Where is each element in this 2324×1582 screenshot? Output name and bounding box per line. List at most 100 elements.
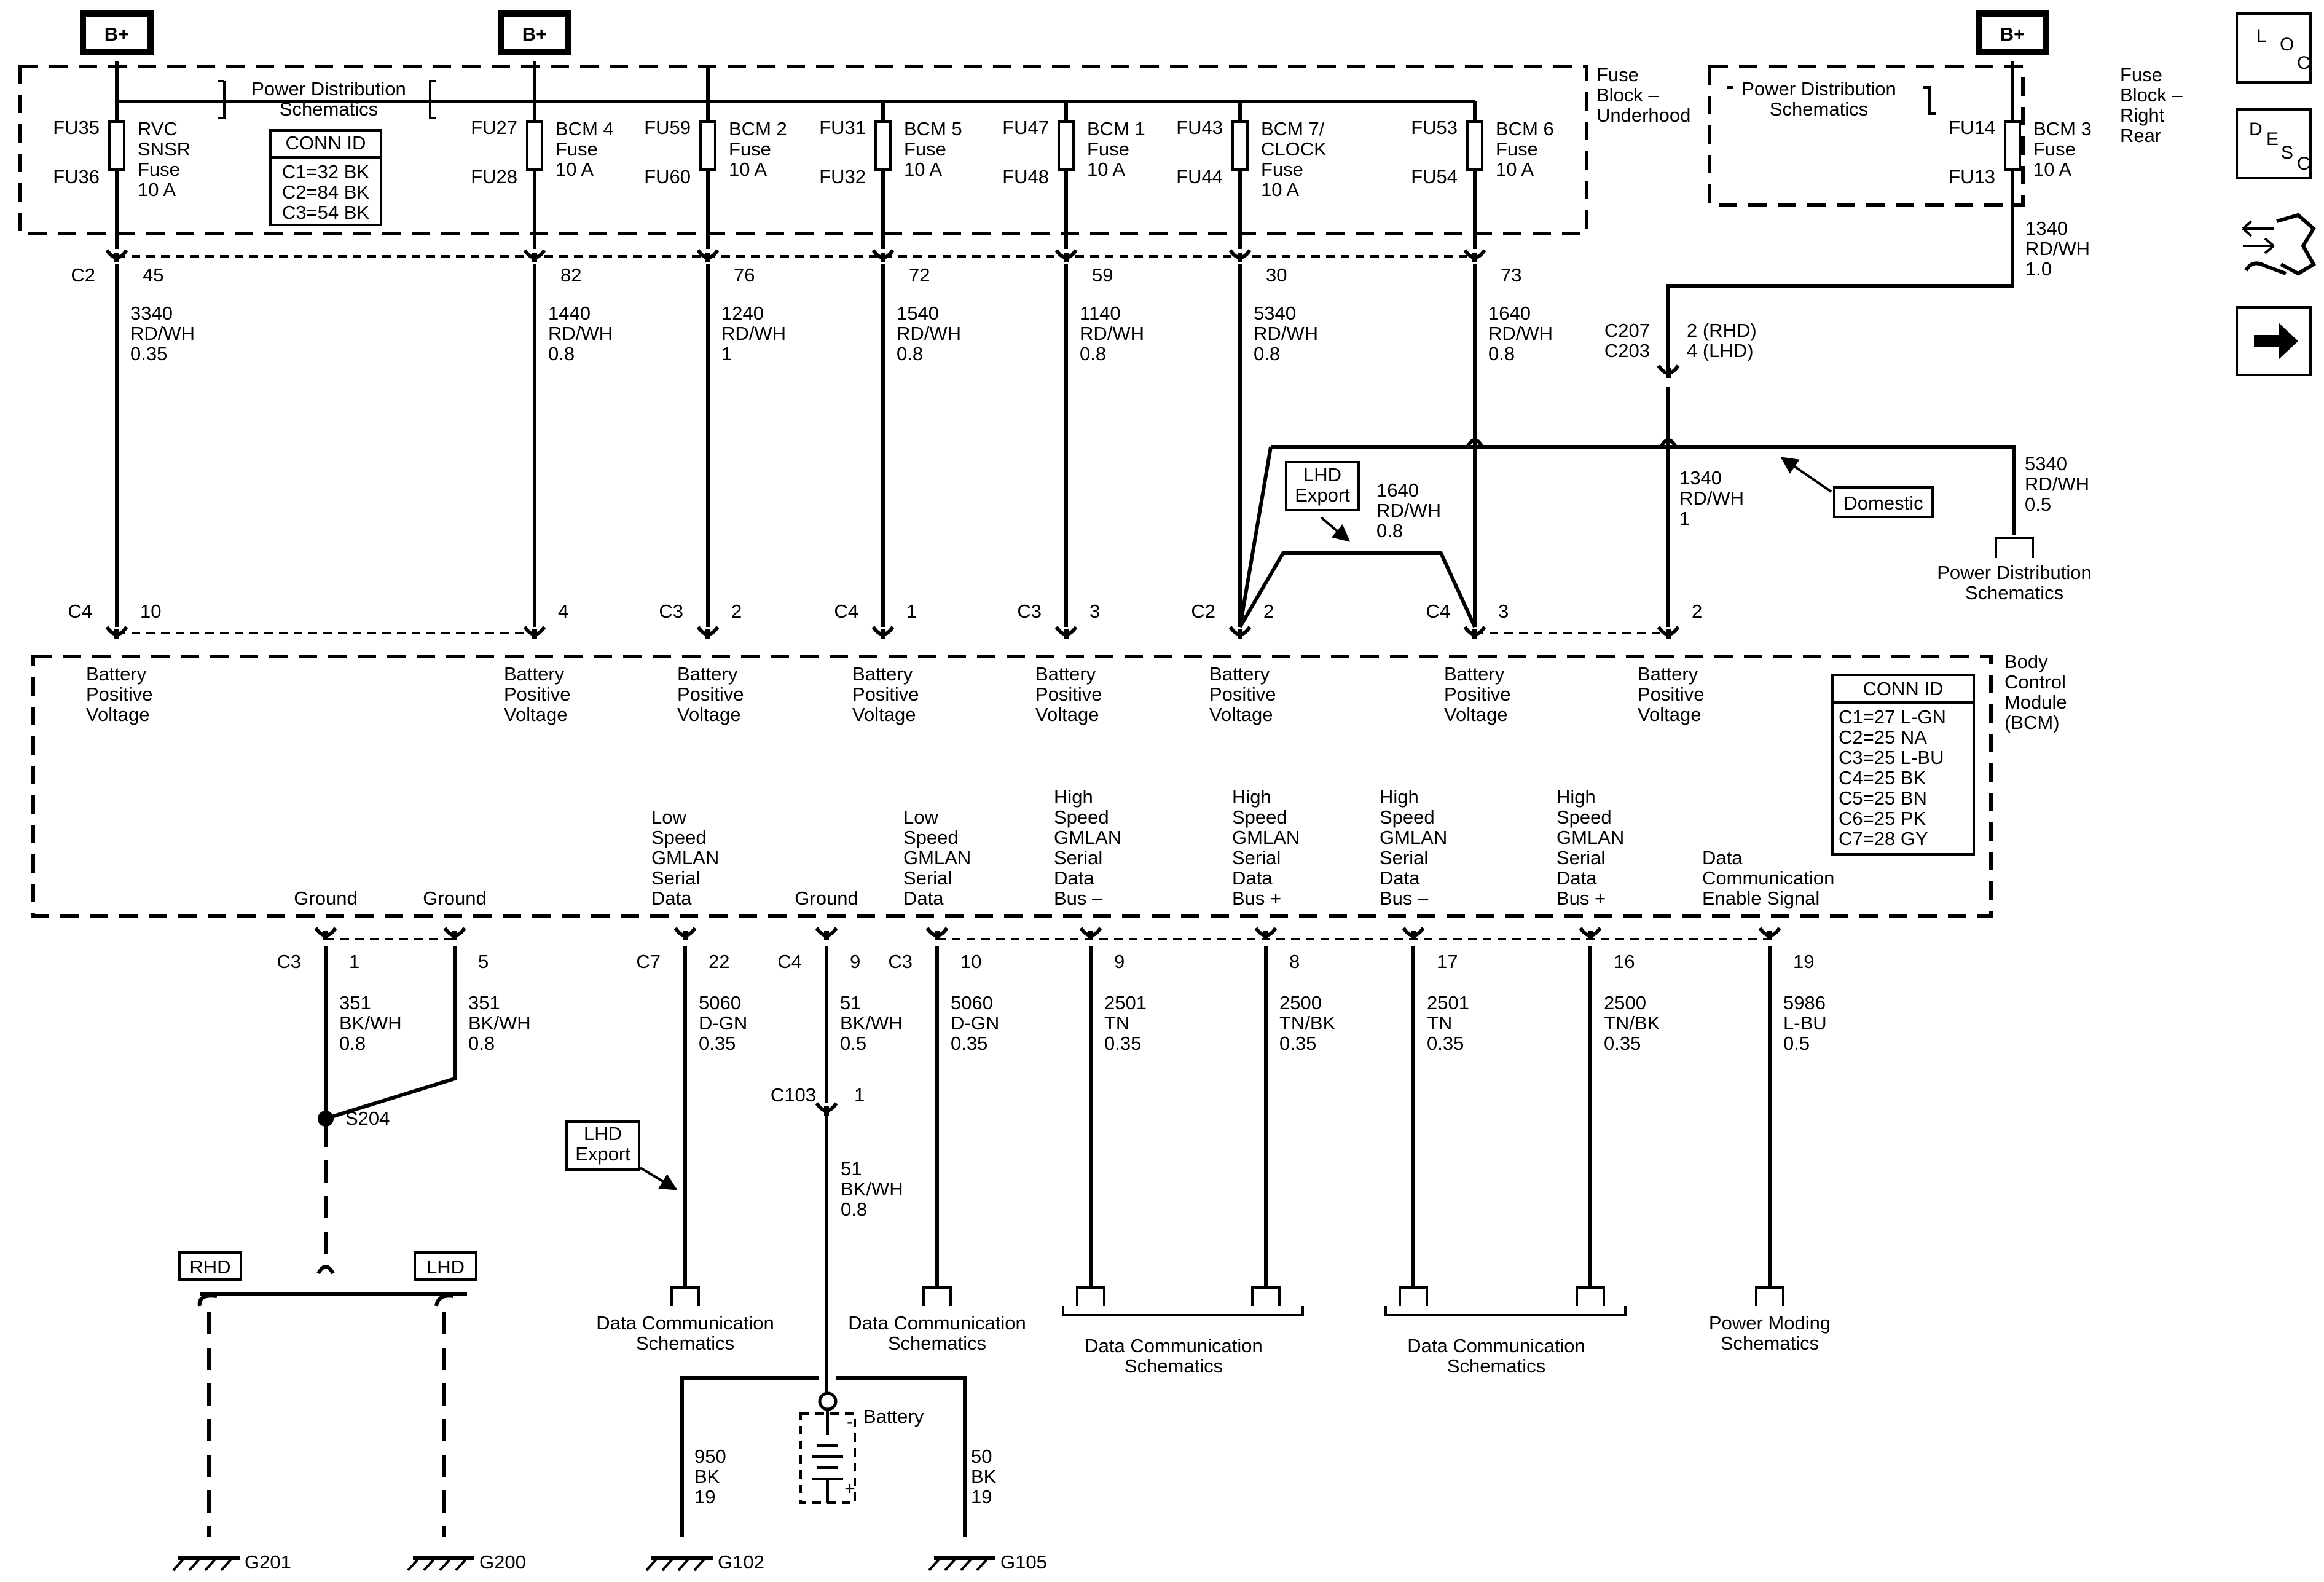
bcm-output-wire: 0.5	[840, 1033, 866, 1054]
bcm-output-wire: 51	[840, 992, 861, 1013]
fuse-output-wire: 1540	[897, 302, 939, 324]
bcm-output-wire: 0.5	[1783, 1033, 1810, 1054]
rear-wire-label: 1340	[2025, 218, 2068, 239]
bcm-output-pin: 19	[1793, 951, 1814, 972]
bcm-output-pin: 10	[960, 951, 981, 972]
reference-box	[1076, 1286, 1105, 1306]
desc-letter: D	[2249, 119, 2263, 140]
fuse-name: 10 A	[1496, 159, 1534, 180]
fuse-output-wire: 0.8	[1254, 343, 1280, 364]
bcm-output-pin: 9	[1114, 951, 1125, 972]
fuse-name: 10 A	[904, 159, 942, 180]
fuse-element	[1058, 120, 1075, 171]
bcm-output-conn: C7	[636, 951, 661, 972]
fuse-output-wire: 0.8	[548, 343, 575, 364]
lhd-export-label-bottom: Export	[575, 1143, 630, 1165]
branch-5340-label: 5340	[2025, 453, 2067, 474]
fuse-bottom-id: FU54	[1411, 166, 1458, 187]
bcm-output-wire: 351	[468, 992, 500, 1013]
bcm-battery-positive-voltage: Positive	[86, 683, 153, 705]
fuse-conn-id-row: C3=54 BK	[282, 202, 370, 223]
desc-letter: S	[2281, 143, 2293, 163]
rhd-box	[178, 1251, 242, 1281]
bcm-output-label: Speed	[1232, 806, 1287, 828]
bcm-battery-positive-voltage: Voltage	[86, 704, 149, 725]
bcm-battery-positive-voltage: Voltage	[852, 704, 916, 725]
bcm-output-wire: BK/WH	[468, 1012, 531, 1034]
battery-plus: +	[844, 1479, 855, 1499]
connector-tool-icon[interactable]	[2242, 213, 2317, 276]
bcm-output-label: GMLAN	[1380, 827, 1447, 848]
fuse-name: BCM 1	[1087, 118, 1145, 140]
bcm-battery-positive-voltage: Positive	[852, 683, 919, 705]
connector-pin	[1767, 931, 1772, 940]
bcm-input-pin: 4	[558, 600, 568, 622]
fuse-conn-id-row: C1=32 BK	[282, 161, 370, 183]
data-comm-ref-3: Data Communication	[1085, 1335, 1262, 1356]
fuse-block-rear-label: Fuse	[2120, 64, 2162, 85]
bcm-output-wire: TN	[1427, 1012, 1452, 1034]
connector-pin	[114, 253, 119, 262]
bcm-battery-positive-voltage: Battery	[1444, 663, 1505, 685]
connector-pin	[881, 253, 885, 262]
arrow-right-icon[interactable]	[2236, 306, 2312, 376]
bcm-output-label: High	[1557, 786, 1596, 808]
fuse-name: BCM 3	[2033, 118, 2092, 140]
bcm-output-wire: 2501	[1104, 992, 1147, 1013]
reference-box	[670, 1286, 700, 1306]
fuse-output-wire: 1240	[721, 302, 764, 324]
power-moding-ref: Power Moding	[1709, 1312, 1831, 1334]
fuse-block-rear-label: Block –	[2120, 84, 2183, 106]
fuse-top-id: FU43	[1176, 117, 1223, 138]
bplus-label: B+	[522, 23, 548, 45]
fuse-output-pin: 82	[560, 264, 581, 286]
bcm-output-label: Speed	[1557, 806, 1612, 828]
connector-pin	[1064, 629, 1069, 639]
desc-letter: E	[2266, 129, 2279, 149]
fuse-output-wire: 1140	[1080, 302, 1121, 324]
fuse-name: Fuse	[1261, 159, 1303, 180]
bcm-name: Module	[2004, 691, 2067, 713]
connector-pin	[452, 931, 457, 940]
fuse-name: Fuse	[2033, 138, 2076, 160]
bcm-output-label: Data	[1232, 867, 1273, 889]
bcm-battery-positive-voltage: Voltage	[1444, 704, 1507, 725]
splice-s204-dot	[318, 1111, 334, 1127]
fuse-name: BCM 6	[1496, 118, 1554, 140]
fuse-block-rear-label: Rear	[2120, 125, 2161, 146]
bcm-output-pin: 8	[1289, 951, 1300, 972]
bplus-box	[1976, 10, 2049, 55]
bcm-battery-positive-voltage: Voltage	[504, 704, 567, 725]
lhd-export-label: LHD	[1303, 464, 1341, 486]
bcm-input-pin: 2	[1692, 600, 1702, 622]
fuse-output-pin: 73	[1501, 264, 1521, 286]
loc-letter: L	[2256, 26, 2267, 46]
bcm-output-pin: 1	[349, 951, 359, 972]
bcm-output-label: Speed	[1380, 806, 1435, 828]
bcm-output-wire: 0.35	[951, 1033, 987, 1054]
pds-reference-rear: Power Distribution	[1741, 78, 1896, 100]
bcm-battery-positive-voltage: Positive	[1444, 683, 1511, 705]
bcm-battery-positive-voltage: Battery	[1209, 663, 1270, 685]
fuse-name: 10 A	[1087, 159, 1125, 180]
data-comm-ref-1: Data Communication	[596, 1312, 774, 1334]
bcm-battery-positive-voltage: Battery	[504, 663, 565, 685]
connector-pin	[1666, 368, 1671, 378]
bcm-output-label: Data	[1557, 867, 1597, 889]
rear-wire2-label: 1	[1679, 508, 1690, 529]
fuse-output-pin: 30	[1266, 264, 1287, 286]
bcm-conn-id-row: C1=27 L-GN	[1839, 706, 1946, 728]
bcm-output-wire: 0.35	[1427, 1033, 1464, 1054]
bcm-outline	[31, 655, 1993, 918]
bplus-label: B+	[2000, 23, 2025, 45]
fuse-output-wire: RD/WH	[130, 323, 195, 344]
lhd-box	[414, 1251, 477, 1281]
reference-box	[1251, 1286, 1281, 1306]
fuse-output-wire: 5340	[1254, 302, 1296, 324]
bcm-output-wire: L-BU	[1783, 1012, 1827, 1034]
bcm-output-wire: BK/WH	[840, 1012, 903, 1034]
